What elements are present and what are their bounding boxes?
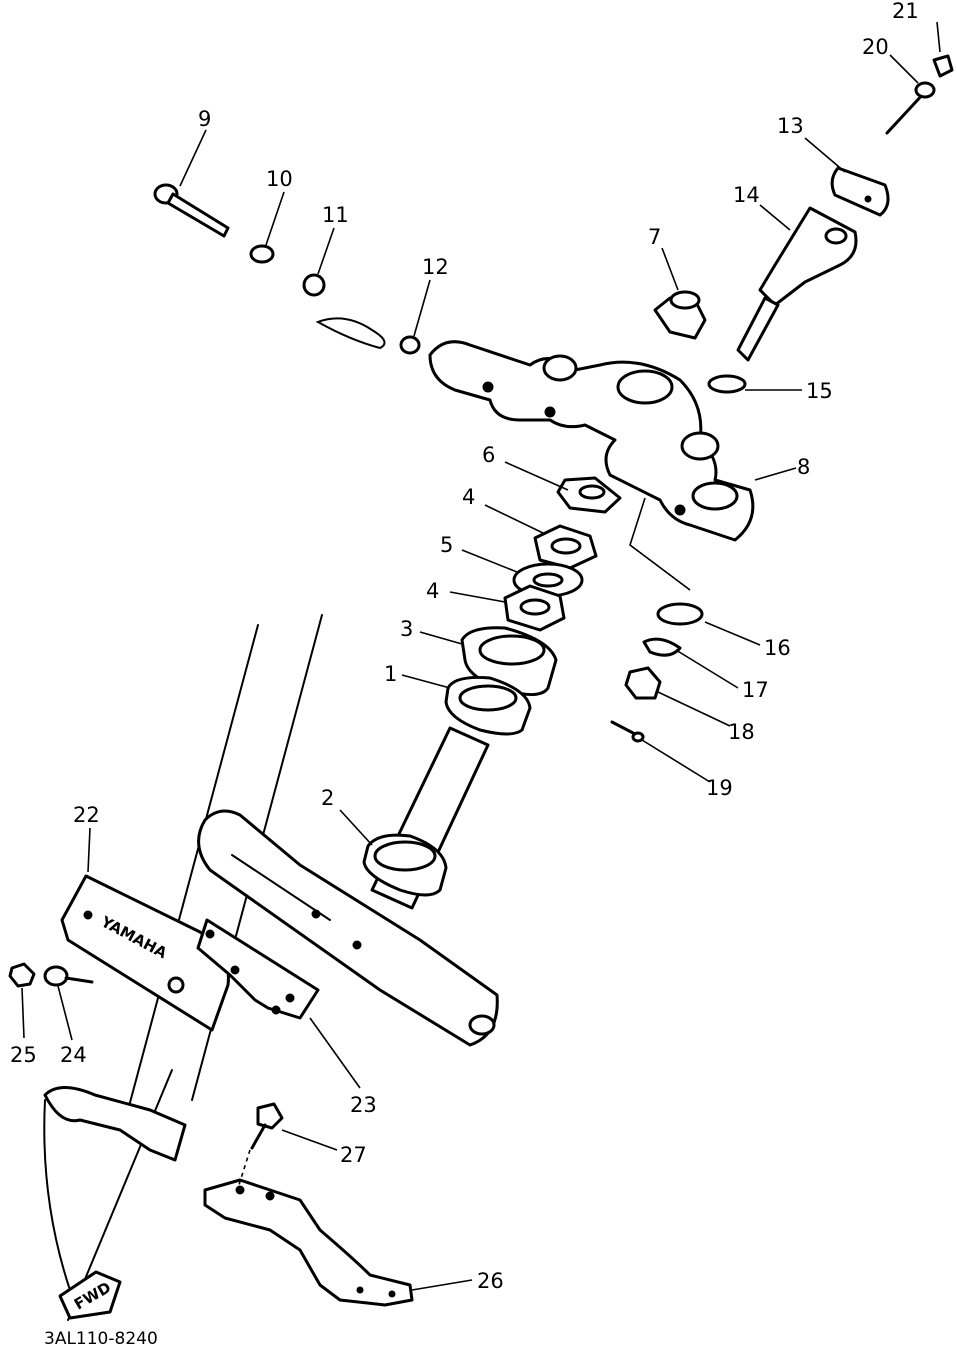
- handlebar-holder: [736, 166, 890, 362]
- callout-14: 14: [733, 183, 760, 207]
- bearing-2: [362, 833, 448, 897]
- bracket-26: [203, 1178, 414, 1307]
- callout-21: 21: [892, 0, 919, 23]
- callout-19: 19: [706, 776, 733, 800]
- nut-25: [8, 962, 36, 988]
- cotter-pin-19: [610, 720, 645, 743]
- callout-10: 10: [266, 167, 293, 191]
- callout-6: 6: [482, 443, 495, 467]
- bolt-24: [43, 965, 94, 987]
- bolt-27: [237, 1102, 284, 1189]
- ring-nut-4-upper: [533, 524, 598, 570]
- steering-stem: [197, 726, 499, 1047]
- callout-25: 25: [10, 1043, 37, 1067]
- callout-20: 20: [862, 35, 889, 59]
- callout-24: 24: [60, 1043, 87, 1067]
- washer-15: [707, 374, 747, 394]
- callout-23: 23: [350, 1093, 377, 1117]
- wire-clip: [315, 317, 386, 350]
- callout-26: 26: [477, 1269, 504, 1293]
- callout-3: 3: [400, 617, 413, 641]
- callout-11: 11: [322, 203, 349, 227]
- cap-7: [653, 290, 707, 340]
- leader-lines: [21, 21, 941, 1291]
- washer-10: [249, 244, 275, 264]
- bolt-9: [153, 183, 230, 238]
- callout-12: 12: [422, 255, 449, 279]
- lower-fork-area: [43, 1086, 187, 1291]
- callout-labels: 21 20 13 14 9 10 11 12 7 15 6 8 4 5 4 3 …: [10, 0, 919, 1293]
- emblem-bracket-23: [196, 918, 320, 1020]
- callout-7: 7: [648, 225, 661, 249]
- callout-17: 17: [742, 678, 769, 702]
- bearing-1: [444, 676, 532, 736]
- lock-washer-17: [642, 637, 682, 657]
- fwd-arrow: FWD: [58, 1270, 122, 1320]
- diagram-code: 3AL110-8240: [44, 1329, 158, 1348]
- callout-9: 9: [198, 107, 211, 131]
- washer-11: [302, 273, 326, 297]
- callout-5: 5: [440, 533, 453, 557]
- callout-4-lower: 4: [426, 579, 439, 603]
- callout-18: 18: [728, 720, 755, 744]
- callout-4-upper: 4: [462, 485, 475, 509]
- handle-crown: [428, 340, 755, 542]
- callout-8: 8: [797, 455, 810, 479]
- ring-nut-4-lower: [503, 584, 566, 632]
- callout-1: 1: [384, 662, 397, 686]
- callout-15: 15: [806, 379, 833, 403]
- lock-washer-6: [556, 476, 622, 514]
- callout-27: 27: [340, 1143, 367, 1167]
- washer-5: [512, 562, 584, 598]
- washer-12: [399, 335, 421, 355]
- bolt-20-nut-21: [885, 54, 954, 135]
- callout-16: 16: [764, 636, 791, 660]
- washer-16: [656, 602, 704, 626]
- callout-22: 22: [73, 803, 100, 827]
- callout-2: 2: [321, 786, 334, 810]
- callout-13: 13: [777, 114, 804, 138]
- nut-18: [624, 666, 662, 700]
